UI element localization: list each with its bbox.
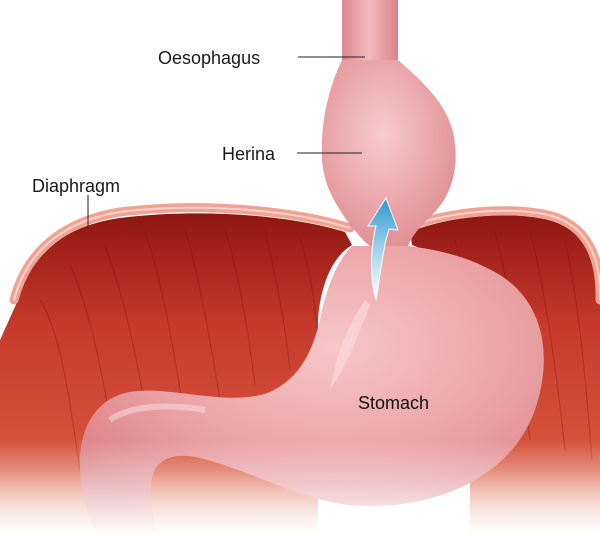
diaphragm-label: Diaphragm	[32, 177, 120, 195]
hernia-label: Herina	[222, 145, 275, 163]
oesophagus-label: Oesophagus	[158, 49, 260, 67]
stomach-label: Stomach	[358, 394, 429, 412]
